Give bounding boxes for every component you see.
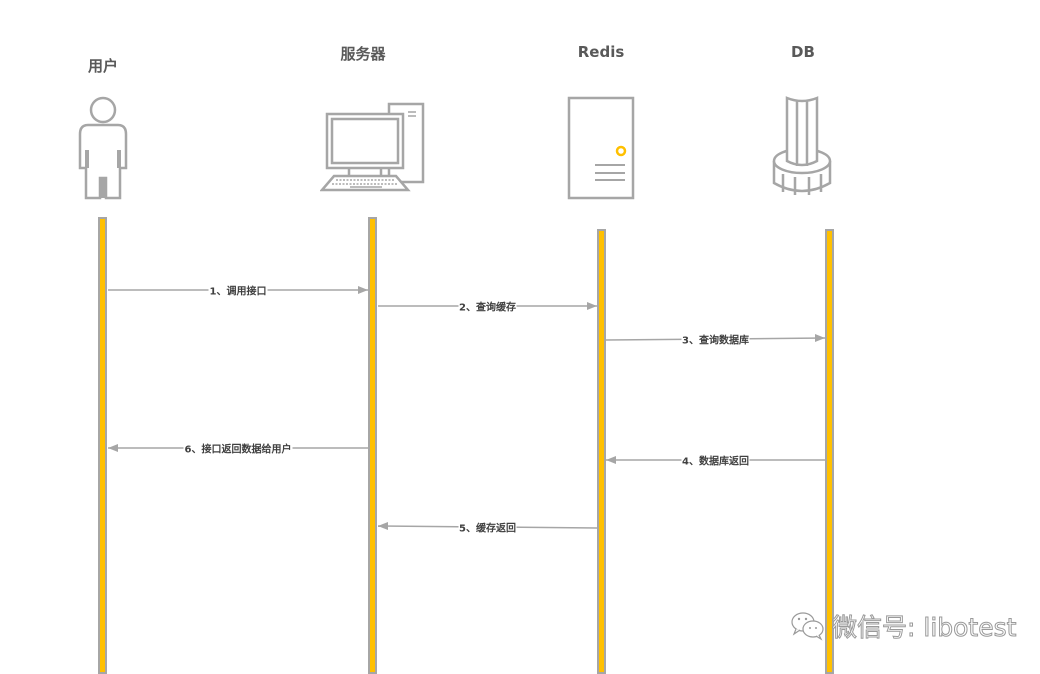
server-box-icon xyxy=(567,96,635,200)
watermark: 微信号: libotest xyxy=(790,608,1017,644)
message-label-1: 1、调用接口 xyxy=(208,282,268,298)
arrow-head xyxy=(587,302,597,310)
computer-icon xyxy=(320,102,425,192)
arrow-head xyxy=(606,456,616,464)
message-label-3: 3、查询数据库 xyxy=(681,331,750,347)
person-icon xyxy=(78,96,128,200)
watermark-text: 微信号: libotest xyxy=(831,613,1017,643)
arrow-head xyxy=(358,286,368,294)
arrow-head xyxy=(378,522,388,530)
database-icon xyxy=(772,96,832,195)
actor-title-server: 服务器 xyxy=(340,45,386,63)
actor-title-db: DB xyxy=(791,43,815,61)
arrow-head xyxy=(108,444,118,452)
wechat-icon xyxy=(791,612,824,641)
message-label-5: 5、缓存返回 xyxy=(458,519,517,535)
message-label-6: 6、接口返回数据给用户 xyxy=(183,440,293,456)
message-label-4: 4、数据库返回 xyxy=(681,452,750,468)
actor-title-user: 用户 xyxy=(87,57,119,75)
message-label-2: 2、查询缓存 xyxy=(458,298,517,314)
arrow-head xyxy=(815,334,825,342)
actor-title-redis: Redis xyxy=(577,43,625,61)
